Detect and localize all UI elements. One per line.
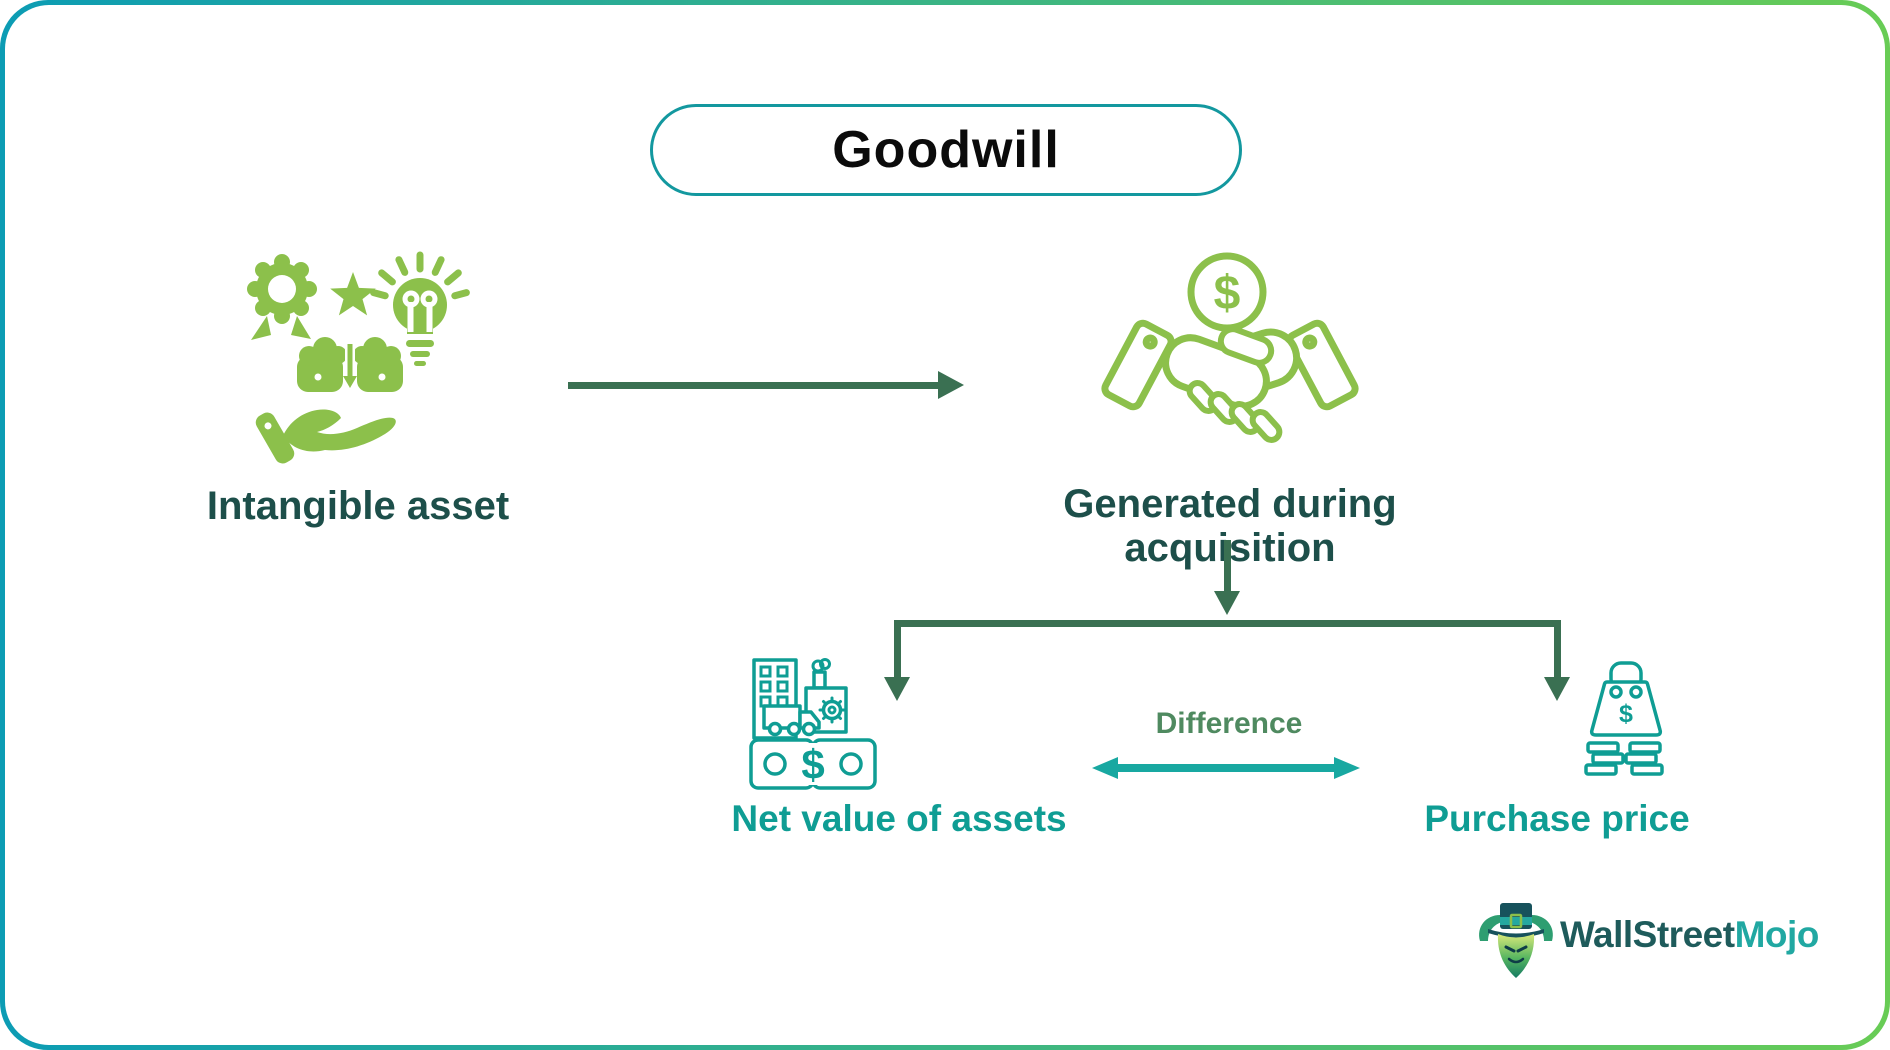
title-pill: Goodwill — [650, 104, 1242, 196]
logo-brand-primary: WallStreet — [1560, 914, 1735, 955]
coins-icon — [1584, 741, 1664, 776]
net-value-assets-icon: $ — [749, 658, 877, 790]
handshake-hands — [1101, 319, 1359, 443]
difference-double-arrow — [1092, 757, 1360, 779]
intangible-asset-label: Intangible asset — [206, 484, 510, 528]
intangible-asset-icon — [247, 251, 470, 464]
dollar-symbol: $ — [1214, 267, 1241, 320]
lightbulb-icon — [370, 251, 470, 366]
star-icon — [330, 272, 376, 316]
purchase-price-label: Purchase price — [1424, 798, 1690, 839]
net-value-dollar-symbol: $ — [801, 741, 824, 788]
canvas — [5, 5, 1885, 1045]
purchase-dollar-symbol: $ — [1619, 700, 1633, 728]
purchase-price-icon: $ — [1584, 661, 1664, 776]
brain-icon — [297, 337, 403, 396]
net-value-label: Net value of assets — [731, 798, 1067, 839]
badge-icon — [247, 254, 317, 340]
weight-icon: $ — [1589, 661, 1663, 737]
money-bills-icon: $ — [749, 738, 877, 790]
wallstreetmojo-bull-icon — [1479, 903, 1553, 978]
dollar-coin-icon: $ — [1187, 252, 1267, 332]
difference-label: Difference — [1155, 707, 1303, 740]
hand-icon — [255, 409, 396, 464]
truck-icon — [762, 704, 821, 737]
wallstreetmojo-logo-text: WallStreetMojo — [1560, 914, 1819, 956]
page-title: Goodwill — [832, 121, 1060, 179]
logo-brand-accent: Mojo — [1734, 914, 1820, 955]
acquisition-handshake-icon: $ — [1101, 252, 1359, 443]
